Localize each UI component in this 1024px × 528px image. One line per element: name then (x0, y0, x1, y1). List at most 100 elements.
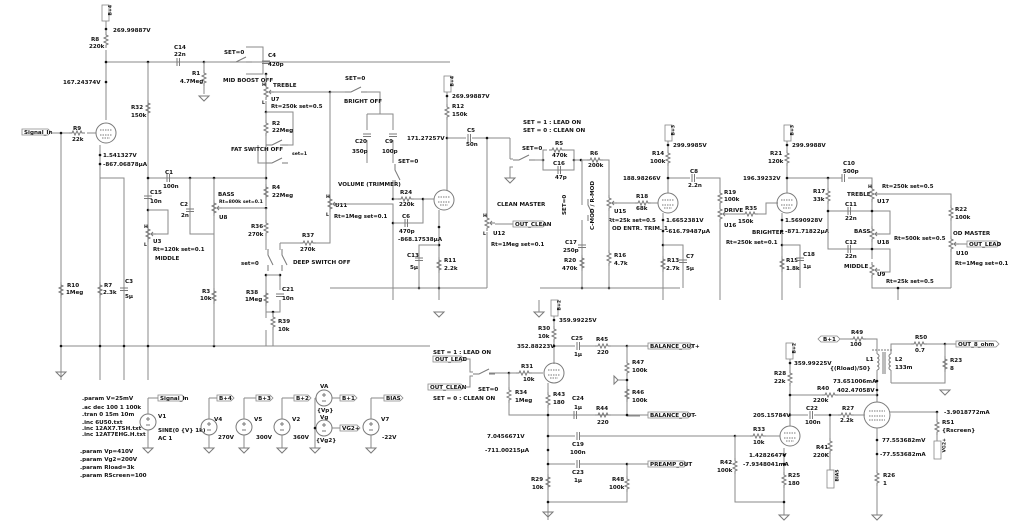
directive[interactable]: .inc 6U50.txt (82, 420, 123, 426)
resistor-r40 (821, 392, 839, 398)
svg-text:10k: 10k (532, 485, 544, 491)
capacitor-c20 (362, 133, 372, 137)
ground-icon (198, 95, 210, 102)
svg-text:C21: C21 (282, 287, 294, 293)
svg-text:10k: 10k (753, 440, 765, 446)
resistor-r37 (299, 240, 317, 246)
directive[interactable]: .param V=25mV (82, 396, 134, 402)
deep-switch-a[interactable] (267, 248, 274, 272)
voltage-source-v5[interactable] (235, 418, 253, 436)
net-label-b1[interactable]: B+1 (817, 335, 841, 343)
fat-switch-a[interactable] (265, 139, 289, 146)
net-label-b3[interactable]: B+3 (255, 394, 274, 402)
balance-output-stage: SET = 1 : LEAD ON OUT_LEAD OUT_CLEAN SET… (427, 299, 735, 520)
svg-text:120k: 120k (768, 159, 784, 165)
net-label-b2[interactable]: B+2 (293, 394, 312, 402)
svg-text:196.39232V: 196.39232V (743, 176, 781, 182)
net-label-out-clean[interactable]: OUT_CLEAN (512, 220, 552, 228)
net-label-out-8-ohm[interactable]: OUT_8_ohm (955, 340, 1000, 348)
voltage-source-v2[interactable] (273, 418, 291, 436)
voltage-source-v7[interactable] (362, 418, 380, 436)
directive[interactable]: .ac dec 100 1 100k (82, 405, 141, 411)
svg-text:L: L (262, 100, 265, 106)
resistor-r25 (781, 471, 787, 489)
resistor-r45 (594, 343, 612, 349)
svg-text:R29: R29 (531, 477, 543, 483)
svg-text:SET = 0 : CLEAN ON: SET = 0 : CLEAN ON (433, 396, 495, 402)
stage-3: R18 68k B+3 299.9985V R14 100k 188.98266… (623, 124, 785, 300)
capacitor-c25 (576, 341, 580, 351)
resistor-r16 (606, 249, 612, 267)
lead-switch[interactable] (512, 154, 536, 161)
svg-text:-711.00215µA: -711.00215µA (485, 448, 530, 454)
stage-2: SET=0 BRIGHT OFF C20 350p C9 100p SET=0 … (326, 75, 490, 318)
bright-switch[interactable] (344, 86, 368, 93)
net-label-vg2[interactable]: VG2+ (933, 438, 948, 460)
directive[interactable]: .inc 12AT7EHG.H.txt (82, 432, 146, 438)
pot-u10-od-master[interactable] (948, 235, 960, 253)
voltage-source-va[interactable] (315, 389, 333, 407)
voltage-source-v1[interactable] (139, 413, 157, 431)
svg-text:C25: C25 (571, 336, 583, 342)
net-label-out-clean-2[interactable]: OUT_CLEAN (427, 383, 467, 391)
directive[interactable]: .param Vg2=200V (80, 457, 138, 463)
ground-icon (939, 389, 951, 396)
directive[interactable]: .inc 12AX7.TSH.txt (82, 426, 142, 432)
net-label-out-lead[interactable]: OUT_LEAD (966, 240, 1002, 248)
directive[interactable]: .param Vp=410V (80, 449, 134, 455)
svg-text:U16: U16 (724, 223, 736, 229)
directive[interactable]: .param Rload=3k (80, 465, 135, 471)
svg-text:BALANCE_OUT+: BALANCE_OUT+ (650, 344, 700, 350)
resistor-r2 (263, 119, 269, 137)
directive[interactable]: .param RScreen=100 (80, 473, 147, 479)
net-label-preamp-out[interactable]: PREAMP_OUT (647, 460, 692, 468)
fat-switch-b[interactable] (265, 157, 289, 164)
svg-text:R41: R41 (816, 445, 828, 451)
resistor-r49 (849, 336, 867, 342)
net-label-balance-out-plus[interactable]: BALANCE_OUT+ (647, 342, 700, 350)
net-label-out-lead-2[interactable]: OUT_LEAD (432, 355, 468, 363)
svg-text:2.2k: 2.2k (444, 266, 458, 272)
svg-text:100n: 100n (805, 420, 821, 426)
svg-text:C2: C2 (180, 202, 188, 208)
net-label-balance-out-minus[interactable]: BALANCE_OUT- (647, 411, 697, 419)
net-label-b4[interactable]: B+4 (216, 394, 235, 402)
svg-text:L: L (144, 242, 147, 248)
svg-text:47p: 47p (555, 175, 567, 181)
svg-text:1Meg: 1Meg (515, 398, 532, 404)
svg-text:C24: C24 (572, 396, 584, 402)
svg-text:-3.9018772mA: -3.9018772mA (944, 410, 990, 416)
triode-v2 (433, 189, 455, 211)
svg-text:U15: U15 (614, 209, 626, 215)
ground-icon (504, 177, 516, 184)
directive[interactable]: .tran 0 15m 10m (82, 412, 134, 418)
net-label-b1-2[interactable]: B+1 (339, 394, 358, 402)
channel-switch-section: C5 50n H L CLEAN MASTER U12 Rt=1Meg set=… (447, 120, 680, 290)
svg-text:R2: R2 (272, 121, 280, 127)
svg-text:R21: R21 (770, 151, 782, 157)
deep-switch-b[interactable] (281, 248, 288, 272)
svg-text:B+2: B+2 (557, 300, 563, 311)
net-label-signal-in[interactable]: Signal_In (21, 128, 53, 136)
svg-text:C18: C18 (803, 252, 815, 258)
svg-text:8: 8 (950, 366, 954, 372)
svg-text:OUT_LEAD: OUT_LEAD (969, 242, 1002, 248)
svg-text:AC 1: AC 1 (158, 436, 172, 442)
svg-text:H: H (483, 213, 487, 219)
ground-icon (142, 447, 154, 454)
svg-text:100k: 100k (650, 159, 666, 165)
svg-text:150k: 150k (131, 113, 147, 119)
net-label-bias-2[interactable]: BIAS (383, 394, 404, 402)
svg-text:470k: 470k (562, 266, 578, 272)
mid-boost-switch[interactable] (229, 56, 253, 63)
net-label-vg2-2[interactable]: VG2+ (339, 424, 361, 432)
svg-text:B+4: B+4 (108, 5, 114, 16)
net-label-bias[interactable]: BIAS (826, 469, 841, 489)
brighter-label: BRIGHTER (752, 230, 785, 236)
capacitor-c10 (841, 173, 845, 183)
voltage-source-vg[interactable] (315, 419, 333, 437)
resistor-rs1 (934, 418, 940, 436)
net-label-signal-in-2[interactable]: Signal_In (157, 394, 189, 402)
svg-text:220k: 220k (399, 202, 415, 208)
svg-text:C13: C13 (407, 253, 419, 259)
